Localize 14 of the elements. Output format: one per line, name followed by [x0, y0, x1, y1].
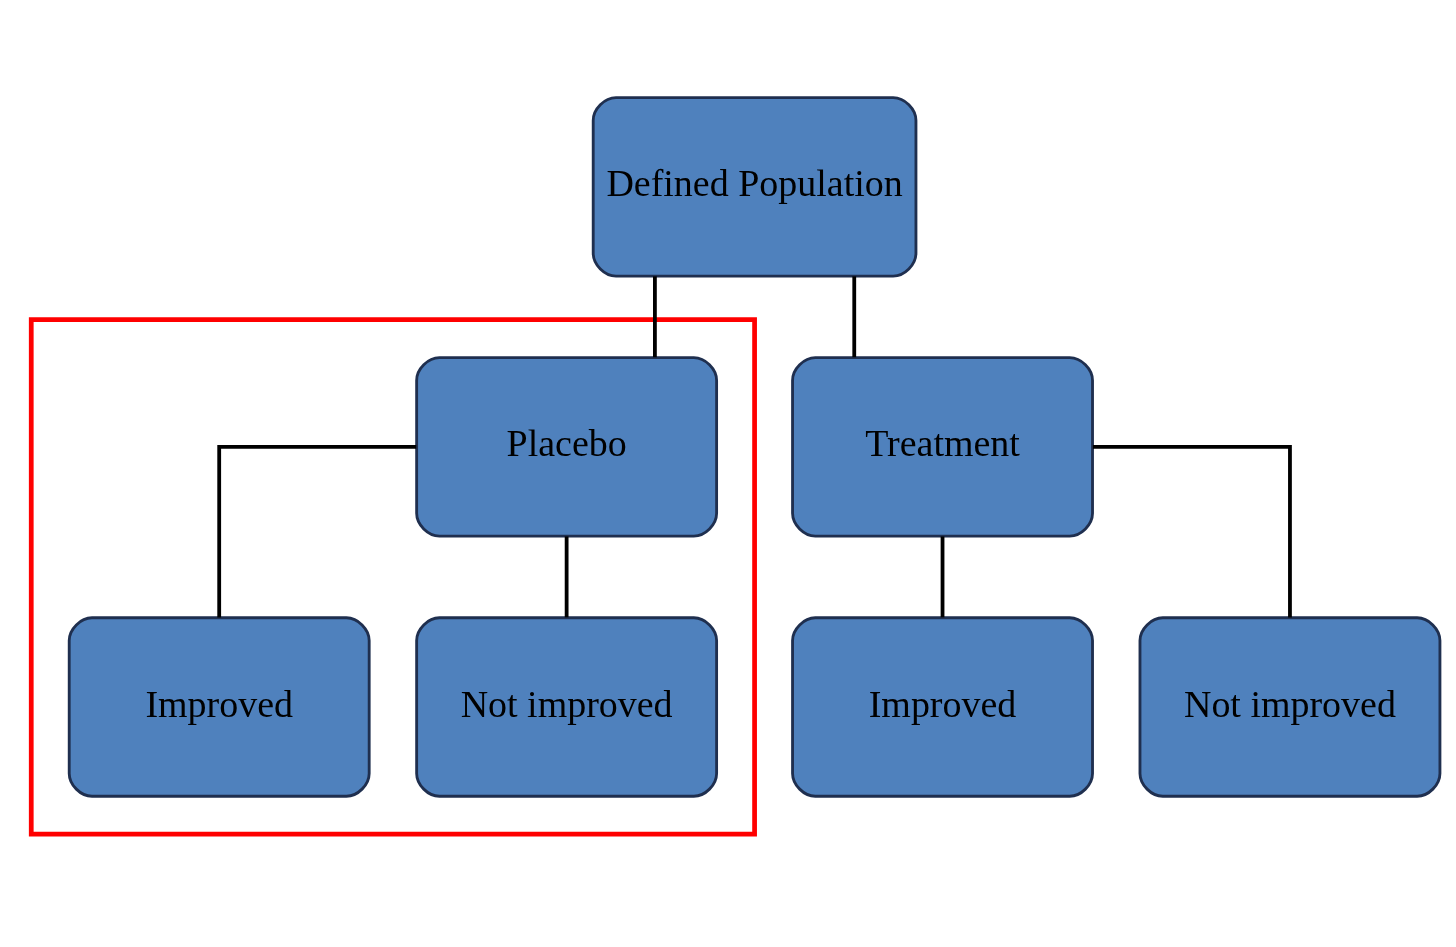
node-box: Not improved	[415, 616, 719, 798]
cluster	[28, 317, 757, 837]
node-box: Improved	[791, 616, 1094, 798]
connector	[564, 536, 569, 618]
node-box: Improved	[67, 616, 371, 798]
node-box: Defined Population	[591, 96, 918, 278]
connector	[852, 276, 857, 358]
node-box: Not improved	[1138, 616, 1442, 798]
connector	[1092, 445, 1292, 618]
connector	[653, 276, 657, 358]
node-box: Treatment	[791, 356, 1094, 538]
node-box: Placebo	[415, 356, 719, 538]
connector	[940, 536, 945, 618]
connector	[217, 445, 417, 618]
